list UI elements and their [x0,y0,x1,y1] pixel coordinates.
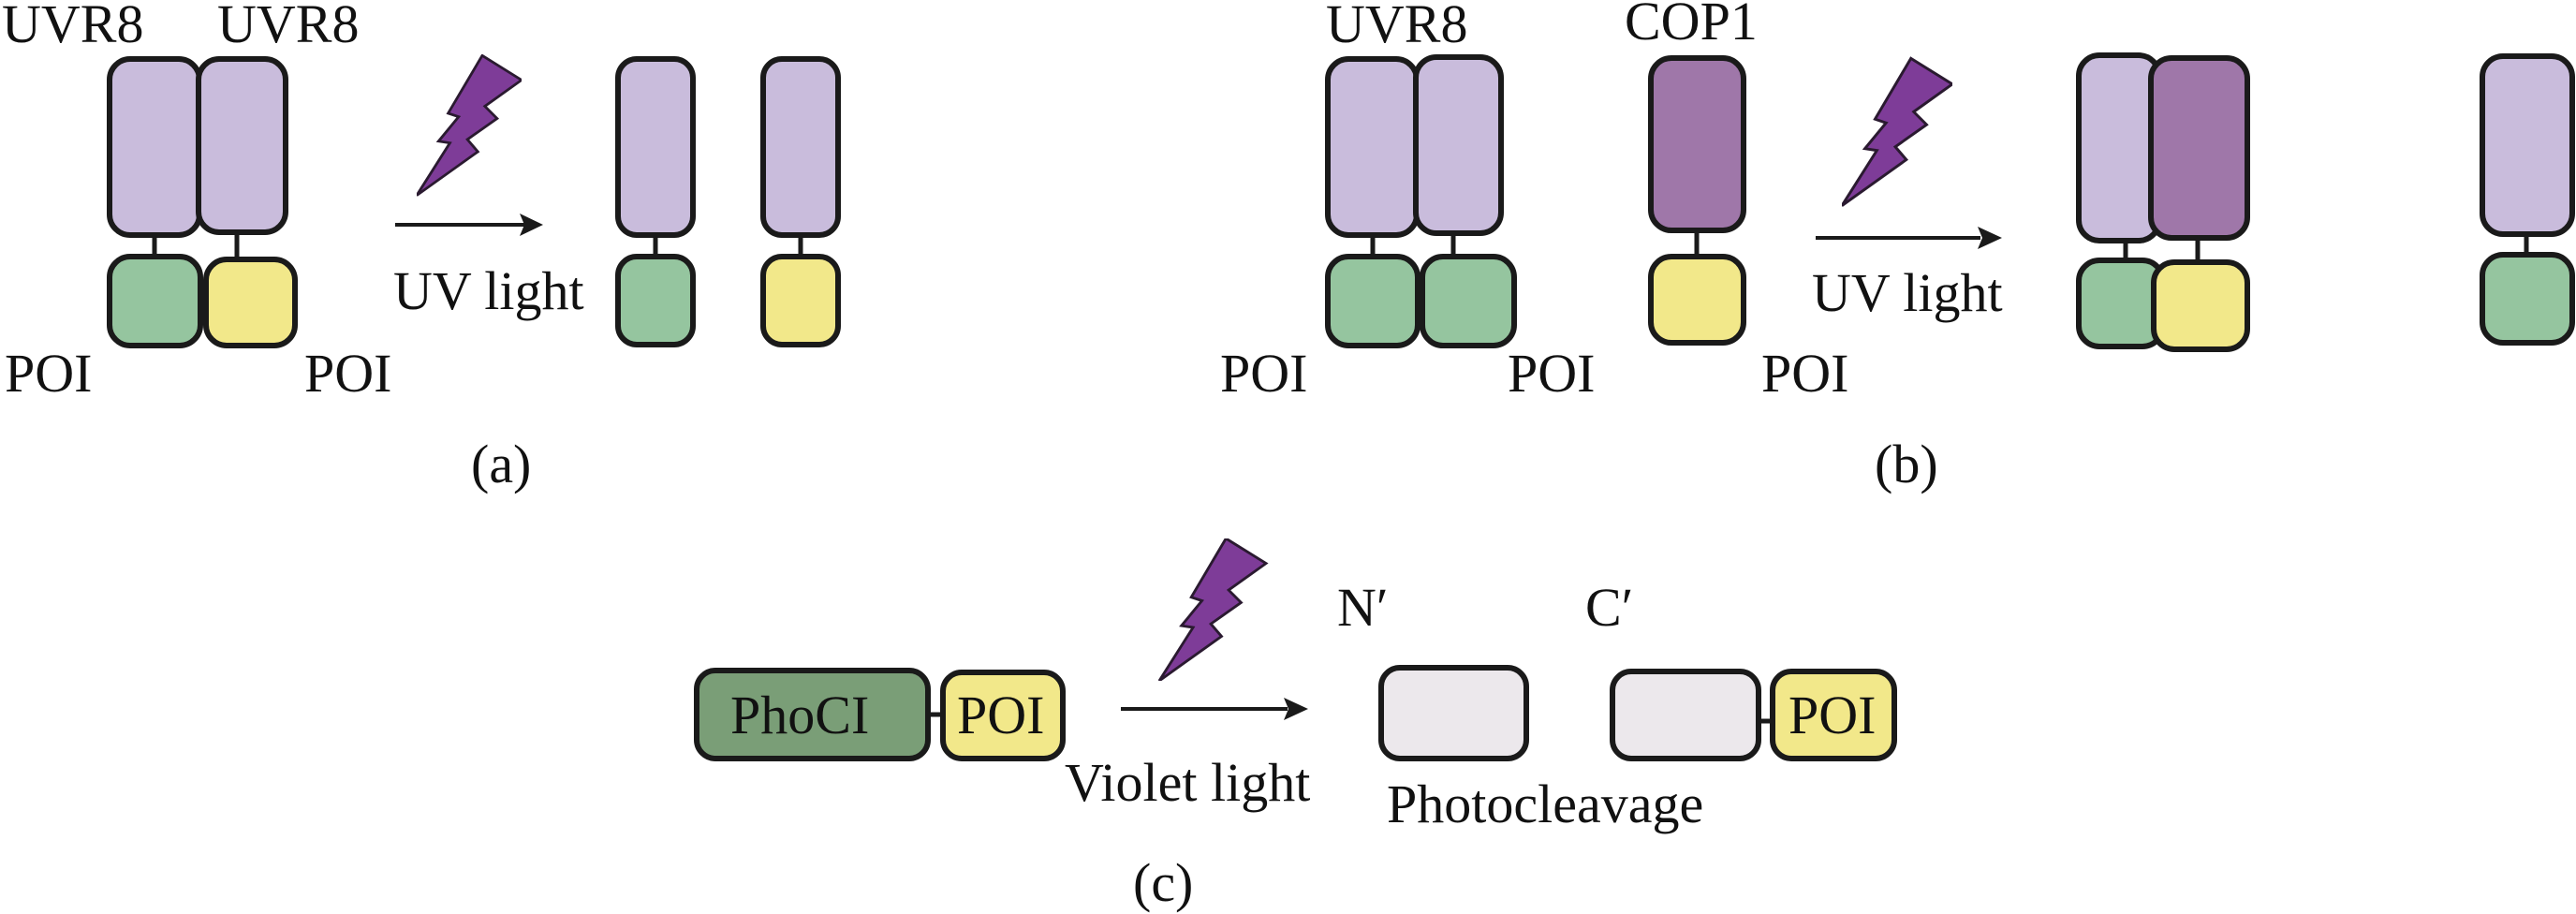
poi-label: POI [957,685,1044,745]
poi-yellow [2151,259,2250,352]
uvr8-label-right: UVR8 [217,0,359,54]
poi-yellow [203,257,298,348]
uvr8-homodimer [1325,54,1517,348]
panel-label-a: (a) [471,434,531,494]
poi-green [1420,254,1517,348]
phoci-poi-fusion: PhoCI POI [694,668,1066,761]
uvr8-cop1-heterodimer [2076,52,2250,352]
poi-green [1325,254,1420,348]
panel-b: UVR8 COP1 POI POI POI UV light [1220,0,2575,494]
photocleavage-label: Photocleavage [1387,774,1703,834]
uvr8-monomer [760,56,841,347]
n-terminal-fragment [1378,665,1529,761]
arrow-head-icon [1978,227,2002,249]
uvr8-protein [2076,52,2162,243]
poi-yellow [1648,254,1746,346]
poi-label-cop1: POI [1761,343,1848,404]
violet-light-bolt-icon [1157,538,1268,681]
poi-green [615,254,696,347]
poi-yellow [1770,669,1897,761]
arrow-head-icon [520,214,543,236]
poi-label-left: POI [5,343,92,404]
uvr8-label: UVR8 [1326,0,1467,54]
poi-label-right: POI [304,343,391,404]
panel-a: UVR8 UVR8 POI POI UV light (a) [2,0,841,494]
cop1-poi-fusion [1648,55,1746,346]
uv-light-label: UV light [393,260,584,321]
uv-light-bolt-icon [417,54,522,197]
uvr8-protein [107,56,202,238]
arrow-head-icon [1284,698,1308,720]
uvr8-protein [2480,53,2575,237]
uvr8-protein [1413,54,1504,236]
poi-green [2480,252,2575,346]
c-terminal-fragment [1610,669,1761,761]
panel-c: PhoCI POI Violet light N′ C′ POI Photocl… [694,538,1897,913]
poi-label: POI [1788,685,1876,745]
poi-label-left: POI [1220,343,1307,404]
uvr8-protein [760,56,841,238]
poi-green [2076,258,2166,349]
uvr8-homodimer [107,56,298,348]
n-terminal-label: N′ [1337,577,1389,638]
violet-light-label: Violet light [1065,752,1310,813]
uv-light-bolt-icon [1842,56,1952,208]
cop1-label: COP1 [1625,0,1758,52]
c-terminal-poi-fusion: POI [1610,669,1897,761]
uvr8-protein [615,56,696,238]
panel-label-b: (b) [1875,434,1938,494]
uv-light-label: UV light [1812,262,2003,323]
c-terminal-label: C′ [1585,577,1633,638]
uvr8-protein [1325,56,1420,238]
phoci-label: PhoCI [730,685,869,745]
uvr8-monomer [615,56,696,347]
cop1-protein [2148,55,2250,241]
poi-yellow [760,254,841,347]
uvr8-label-left: UVR8 [2,0,143,54]
poi-label-mid: POI [1508,343,1595,404]
poi-green [107,254,203,348]
phoci-protein [694,668,931,761]
uvr8-protein [196,56,288,235]
cop1-protein [1648,55,1746,233]
uvr8-monomer [2480,53,2575,346]
panel-label-c: (c) [1133,852,1193,913]
poi-yellow [940,670,1066,761]
